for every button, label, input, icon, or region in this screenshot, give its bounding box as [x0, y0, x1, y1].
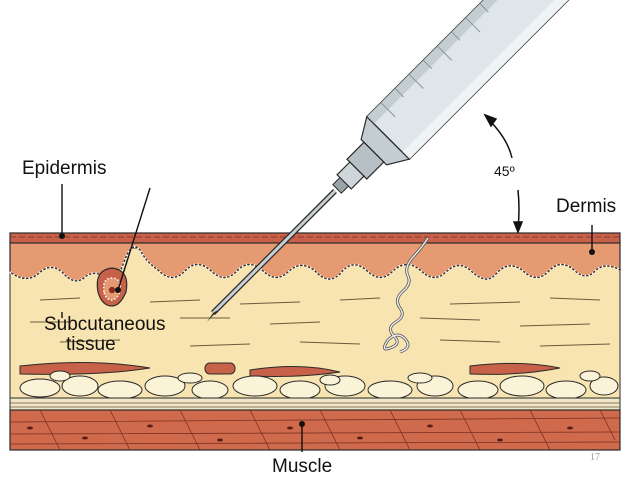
- basement-membrane: [9, 245, 621, 283]
- page-number: 17: [590, 452, 600, 463]
- needle-icon: [207, 189, 337, 322]
- dermis-marker: [589, 249, 595, 255]
- connective-strands: [30, 297, 611, 347]
- hair-follicle-icon: [96, 267, 128, 307]
- angle-arrow-icon: [483, 113, 524, 235]
- muscle-marker: [299, 421, 305, 427]
- label-subcutaneous-line2: tissue: [66, 334, 116, 355]
- follicle-marker: [115, 287, 121, 293]
- syringe-icon: [332, 0, 595, 194]
- label-muscle: Muscle: [272, 456, 332, 477]
- nerve-highlight: [383, 237, 429, 353]
- epidermis-layer: [9, 232, 621, 244]
- label-angle: 45º: [494, 163, 515, 179]
- label-dermis: Dermis: [556, 196, 616, 217]
- epidermis-marker: [59, 233, 65, 239]
- fascia: [9, 397, 621, 411]
- label-subcutaneous-line1: Subcutaneous: [44, 314, 166, 335]
- blood-vessels: [19, 361, 561, 377]
- skin-layers: [9, 232, 621, 451]
- muscle-layer: [9, 409, 621, 451]
- label-epidermis: Epidermis: [22, 158, 106, 179]
- fat-lobules: [19, 370, 619, 400]
